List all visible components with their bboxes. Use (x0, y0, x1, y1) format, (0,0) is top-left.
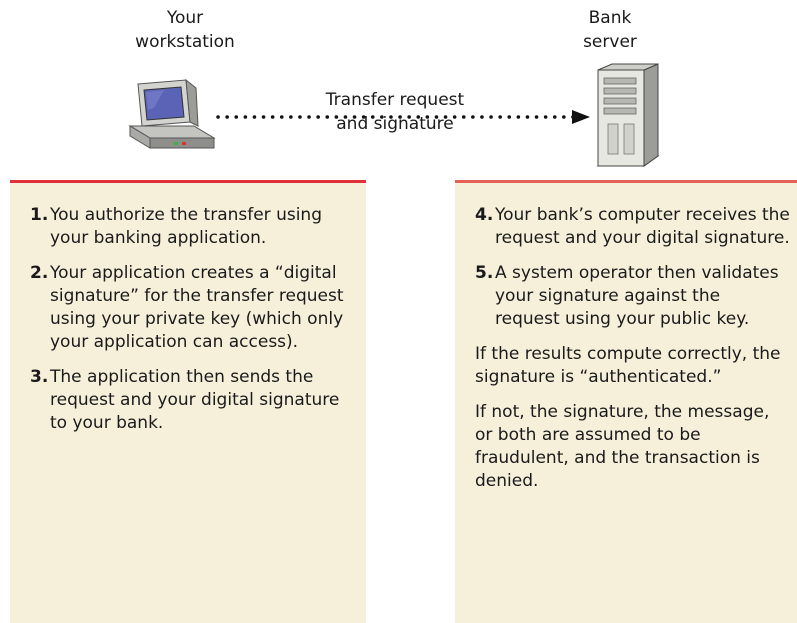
bank-server-icon (596, 63, 660, 167)
workstation-label-line2: workstation (135, 32, 235, 52)
bank-server-label-line2: server (583, 32, 637, 52)
step-1-number: 1. (30, 205, 49, 225)
bank-steps-list: 4. Your bank’s computer receives the req… (475, 204, 790, 493)
step-2-number: 2. (30, 263, 49, 283)
transfer-arrow (216, 110, 590, 124)
workstation-label: Your workstation (110, 6, 260, 54)
workstation-computer-icon (128, 78, 216, 149)
step-5-number: 5. (475, 263, 494, 283)
step-5-text: A system operator then validates your si… (495, 263, 779, 329)
bank-server-label: Bank server (555, 6, 665, 54)
workstation-label-line1: Your (166, 8, 204, 28)
step-2: 2. Your application creates a “digital s… (30, 262, 350, 354)
bank-server-label-line1: Bank (588, 8, 632, 28)
step-1-text: You authorize the transfer using your ba… (50, 205, 322, 248)
transfer-arrow-label-line2: and signature (336, 114, 454, 134)
step-5: 5. A system operator then validates your… (475, 262, 790, 331)
step-4-text: Your bank’s computer receives the reques… (495, 205, 790, 248)
step-1: 1. You authorize the transfer using your… (30, 204, 350, 250)
authenticated-note: If the results compute correctly, the si… (475, 344, 781, 387)
bank-steps-panel: 4. Your bank’s computer receives the req… (455, 180, 797, 623)
workstation-steps-list: 1. You authorize the transfer using your… (30, 204, 350, 447)
workstation-steps-panel: 1. You authorize the transfer using your… (10, 180, 366, 623)
step-2-text: Your application creates a “digital sign… (50, 263, 344, 352)
denied-note: If not, the signature, the message, or b… (475, 402, 770, 491)
transfer-arrow-label: Transfer request and signature (295, 88, 495, 136)
step-3-number: 3. (30, 367, 49, 387)
step-4: 4. Your bank’s computer receives the req… (475, 204, 790, 250)
step-4-number: 4. (475, 205, 494, 225)
step-3: 3. The application then sends the reques… (30, 366, 350, 435)
step-3-text: The application then sends the request a… (50, 367, 340, 433)
transfer-arrow-label-line1: Transfer request (325, 90, 465, 110)
